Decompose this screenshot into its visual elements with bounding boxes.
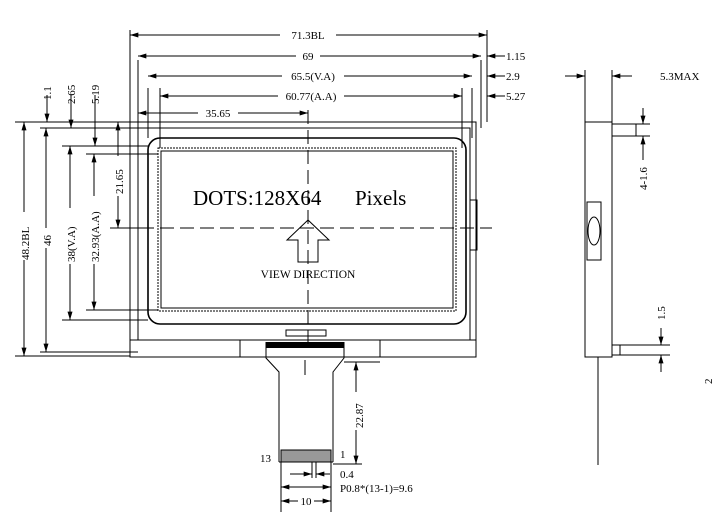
bezel-width-dim: 69 — [303, 51, 315, 63]
left-dimensions: 1.1 2.65 5.19 48.2BL 46 38(V.A) 32.93(A.… — [15, 84, 158, 357]
top-offset-1-dim: 1.1 — [42, 86, 54, 100]
fpc-cable — [265, 342, 345, 463]
pin-width-dim: 0.4 — [340, 469, 354, 481]
viewing-area-width-dim: 65.5(V.A) — [291, 71, 335, 83]
top-pin — [611, 123, 637, 137]
bezel-height-dim: 46 — [42, 235, 54, 247]
view-direction-arrow-icon — [285, 219, 331, 263]
display-unit: Pixels — [355, 186, 406, 210]
side-connector — [586, 201, 602, 261]
top-offset-3-dim: 5.19 — [90, 84, 102, 104]
active-area-height-dim: 32.93(A.A) — [90, 211, 102, 262]
top-pin-dim: 4-1.6 — [638, 167, 650, 190]
active-area — [157, 147, 457, 312]
module-outline — [129, 121, 477, 358]
right-offset-2-dim: 2.9 — [506, 71, 520, 83]
right-offset-1-dim: 1.15 — [506, 51, 526, 63]
edge-label: 2 — [703, 379, 712, 385]
bottom-pin — [611, 344, 621, 356]
display-text: DOTS:128X64 — [193, 186, 322, 210]
viewing-area-height-dim: 38(V.A) — [66, 226, 78, 262]
active-area-width-dim: 60.77(A.A) — [286, 91, 337, 103]
pitch-dim: P0.8*(13-1)=9.6 — [340, 483, 413, 495]
center-offset-y-dim: 21.65 — [114, 169, 126, 194]
view-direction-label: VIEW DIRECTION — [261, 269, 356, 281]
viewing-area-window — [147, 137, 467, 325]
outline-width-dim: 71.3BL — [291, 30, 325, 42]
thickness-dim: 5.3MAX — [660, 71, 699, 83]
side-view: 5.3MAX 4-1.6 1.5 2 — [565, 70, 712, 465]
fpc-pin-13-label: 13 — [260, 453, 272, 465]
bottom-pin-dim: 1.5 — [656, 306, 668, 320]
fpc-contacts — [280, 449, 332, 463]
center-offset-x-dim: 35.65 — [206, 108, 231, 120]
side-tab — [469, 199, 478, 251]
center-mark — [285, 329, 327, 337]
outline-height-dim: 48.2BL — [20, 226, 32, 260]
fpc-length-dim: 22.87 — [354, 403, 366, 428]
top-offset-2-dim: 2.65 — [66, 84, 78, 104]
right-offset-3-dim: 5.27 — [506, 91, 526, 103]
front-view: DOTS:128X64 Pixels VIEW DIRECTION 13 1 2… — [15, 28, 526, 512]
top-dimensions: 71.3BL 69 1.15 65.5(V.A) 2.9 60.77(A.A) … — [129, 28, 526, 148]
fpc-pin-1-label: 1 — [340, 449, 346, 461]
fpc-width-dim: 10 — [301, 496, 313, 508]
active-area-inner — [160, 150, 454, 309]
